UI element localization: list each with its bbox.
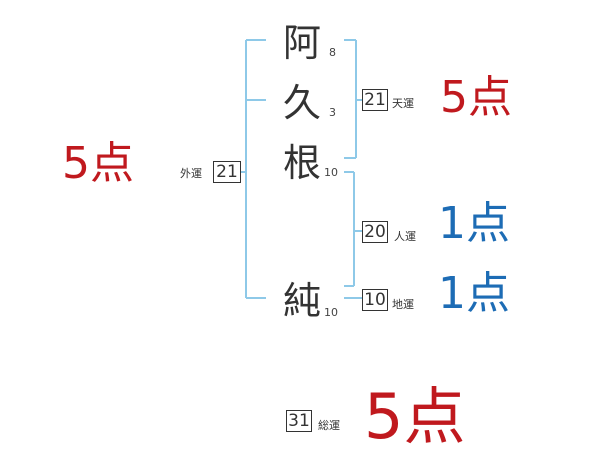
- souun-score: 5点: [364, 380, 466, 453]
- chiun-label: 地運: [392, 298, 414, 311]
- gaiun-score: 5点: [62, 138, 134, 189]
- souun-value-box: 31: [286, 410, 312, 432]
- stroke-count-2: 3: [329, 106, 336, 119]
- tenun-score: 5点: [440, 72, 512, 123]
- gaiun-label: 外運: [180, 167, 202, 180]
- chiun-value-box: 10: [362, 289, 388, 311]
- chiun-score: 1点: [438, 268, 510, 319]
- gaiun-value-box: 21: [213, 161, 241, 183]
- name-char-3: 根: [283, 141, 322, 185]
- jinun-label: 人運: [394, 230, 416, 243]
- name-char-2: 久: [283, 81, 322, 125]
- stroke-count-4: 10: [324, 306, 338, 319]
- tenun-label: 天運: [392, 97, 414, 110]
- tenun-value-box: 21: [362, 89, 388, 111]
- name-char-4: 純: [283, 279, 322, 323]
- name-char-1: 阿: [283, 21, 322, 65]
- stroke-count-3: 10: [324, 166, 338, 179]
- souun-label: 総運: [318, 419, 340, 432]
- stroke-count-1: 8: [329, 46, 336, 59]
- jinun-score: 1点: [438, 198, 510, 249]
- jinun-value-box: 20: [362, 221, 388, 243]
